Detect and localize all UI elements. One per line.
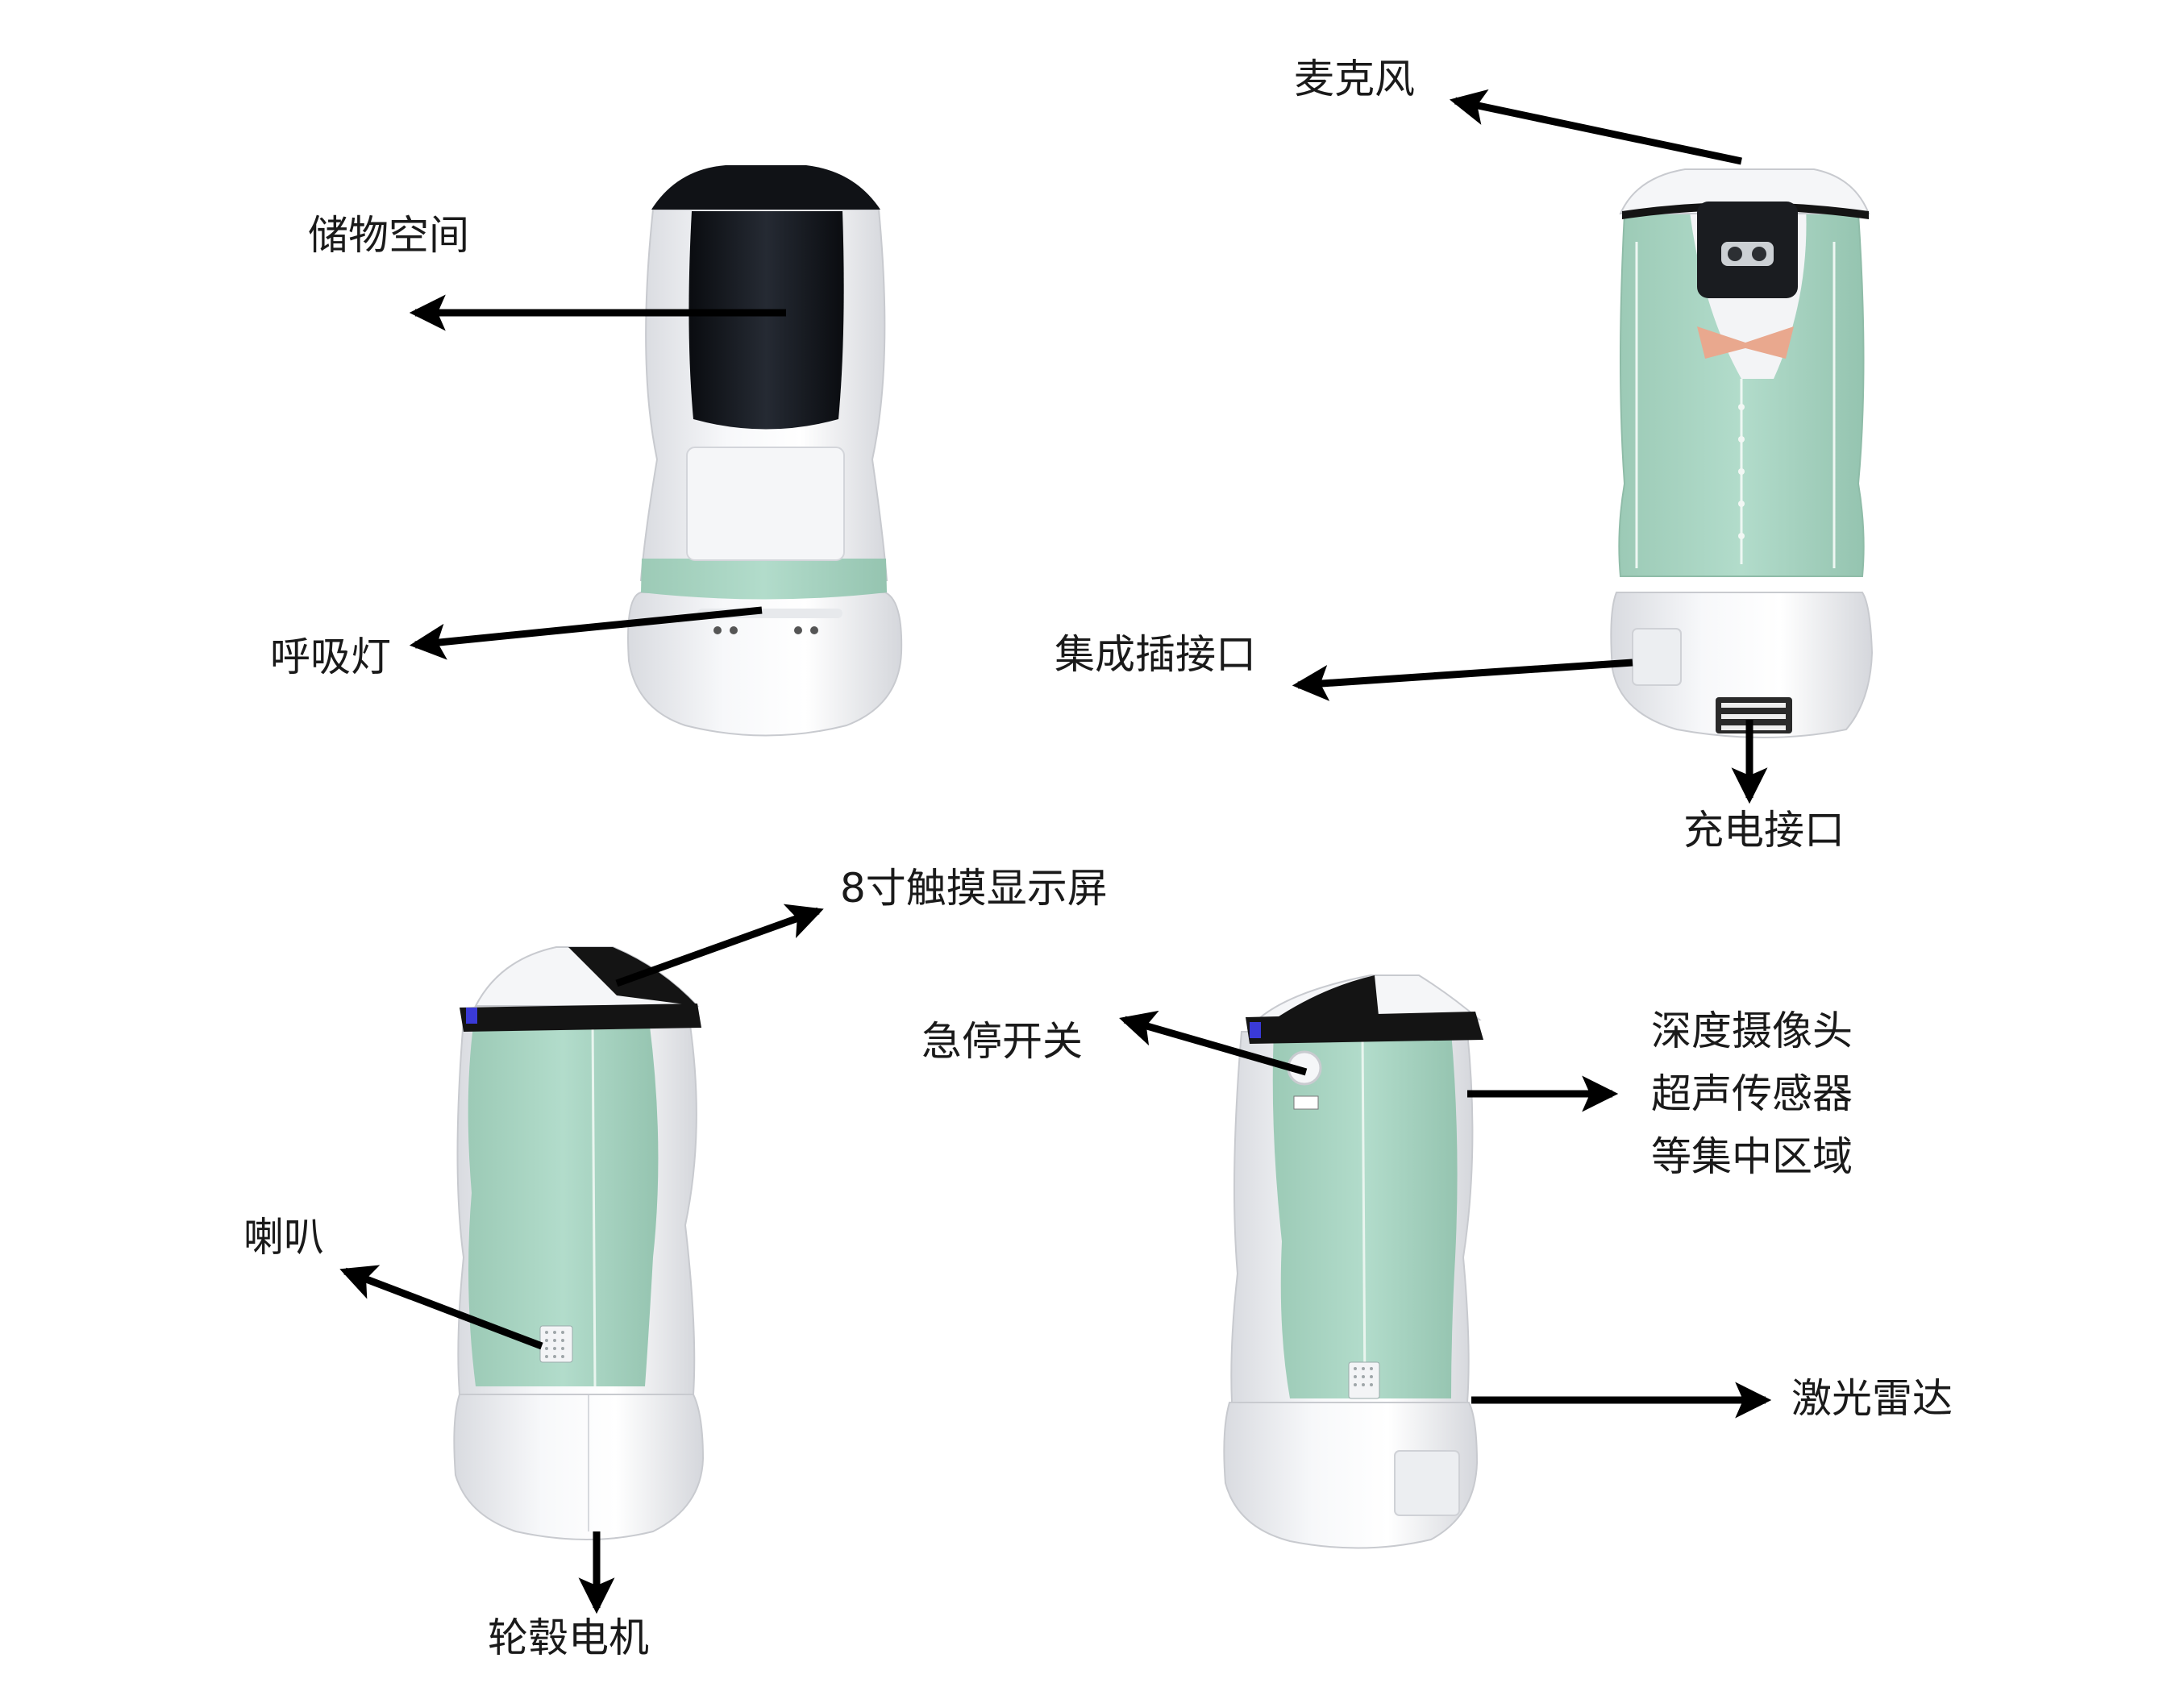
label-sensor-line-3: 等集中区域 [1651, 1133, 1853, 1180]
label-sensor-area: 深度摄像头 超声传感器 等集中区域 [1651, 999, 1853, 1188]
robot-side-view-left [453, 946, 705, 1540]
label-sensor-line-2: 超声传感器 [1651, 1070, 1853, 1117]
label-charging-port: 充电接口 [1683, 807, 1845, 854]
label-lidar: 激光雷达 [1791, 1375, 1953, 1422]
label-storage: 储物空间 [308, 212, 469, 259]
label-emergency-stop: 急停开关 [921, 1018, 1083, 1065]
callout-arrows [339, 89, 1772, 1614]
robot-vest-view [1610, 168, 1874, 738]
label-microphone: 麦克风 [1294, 56, 1415, 102]
robot-front-view [627, 165, 903, 737]
label-sensor-line-1: 深度摄像头 [1651, 1008, 1853, 1054]
label-hub-motor: 轮毂电机 [488, 1614, 649, 1661]
robot-side-view-right [1223, 974, 1483, 1549]
label-speaker: 喇叭 [243, 1214, 324, 1261]
label-touchscreen: 8寸触摸显示屏 [840, 865, 1108, 912]
label-breathing-light: 呼吸灯 [270, 634, 391, 680]
label-integrated-port: 集成插接口 [1055, 631, 1256, 678]
